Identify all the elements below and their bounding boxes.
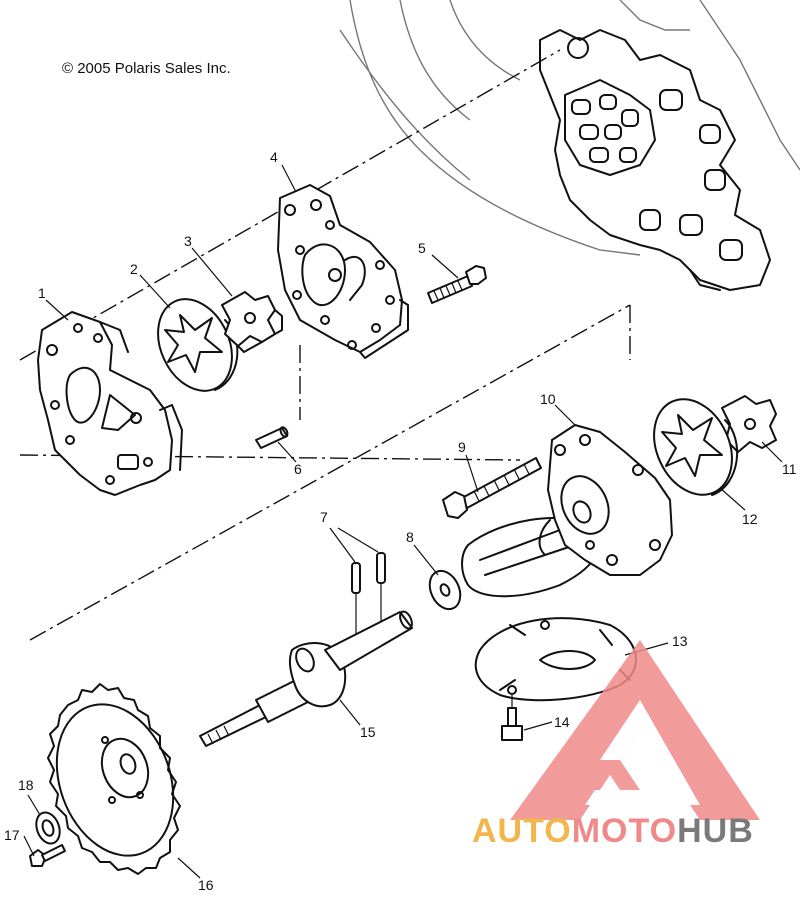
part-10-pump-body <box>461 424 673 598</box>
part-5-bolt <box>427 265 487 304</box>
callout-13: 13 <box>672 633 688 649</box>
callout-10: 10 <box>540 391 556 407</box>
part-4-pump-cover <box>277 184 409 359</box>
part-7-pins <box>351 552 386 638</box>
part-6-dowel-pin <box>255 426 289 449</box>
part-15-shaft <box>199 610 413 747</box>
part-1-pump-housing <box>37 311 183 496</box>
engine-case <box>339 0 800 291</box>
watermark-logo <box>510 640 760 820</box>
callout-7: 7 <box>320 509 328 525</box>
callout-17: 17 <box>4 827 20 843</box>
callout-2: 2 <box>130 261 138 277</box>
callout-15: 15 <box>360 724 376 740</box>
callout-16: 16 <box>198 877 214 893</box>
part-3-inner-rotor <box>221 291 283 353</box>
part-12-outer-rotor <box>653 398 738 496</box>
callout-14: 14 <box>554 714 570 730</box>
callout-9: 9 <box>458 439 466 455</box>
watermark-text: AUTOMOTOHUB <box>472 812 754 851</box>
callout-1: 1 <box>38 285 46 301</box>
leader-lines <box>23 164 783 879</box>
callout-11: 11 <box>782 461 797 477</box>
callout-5: 5 <box>418 240 426 256</box>
copyright-notice: © 2005 Polaris Sales Inc. <box>62 60 231 77</box>
callout-6: 6 <box>294 461 302 477</box>
part-18-washer <box>35 811 61 845</box>
part-16-drive-gear <box>47 683 181 875</box>
callout-18: 18 <box>18 777 34 793</box>
part-14-screw <box>501 695 523 741</box>
part-9-bolt <box>442 457 542 519</box>
callout-8: 8 <box>406 529 414 545</box>
watermark-part-moto: MOTO <box>571 812 678 850</box>
watermark-part-auto: AUTO <box>472 812 572 850</box>
callout-4: 4 <box>270 149 278 165</box>
part-17-screw <box>29 844 66 867</box>
part-2-outer-rotor <box>157 298 239 392</box>
part-8-washer <box>428 569 462 611</box>
watermark-part-hub: HUB <box>677 812 754 850</box>
callout-3: 3 <box>184 233 192 249</box>
callout-12: 12 <box>742 511 758 527</box>
